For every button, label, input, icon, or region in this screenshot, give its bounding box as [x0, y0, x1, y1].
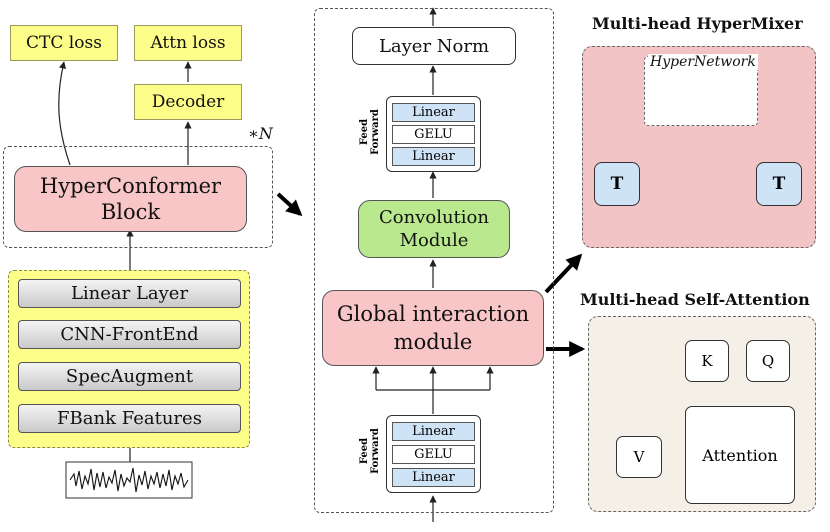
feed-forward-bottom-label: Feed Forward [359, 423, 385, 479]
repeat-block-frame [3, 146, 273, 248]
q-box: Q [746, 340, 790, 382]
ctc-loss-label: CTC loss [26, 33, 102, 53]
transpose-in-box: T [594, 162, 640, 206]
conformer-expanded-frame [314, 8, 554, 513]
ff-bottom-linear-1-label: Linear [412, 424, 455, 439]
feed-forward-top-label: Feed Forward [359, 104, 385, 160]
repeat-mark: ∗N [248, 124, 273, 143]
attention-title: Multi-head Self-Attention [580, 290, 810, 309]
ff-bottom-linear-1: Linear [392, 422, 475, 441]
feed-forward-bottom-line-2: Forward [370, 428, 381, 474]
ff-top-linear-2: Linear [392, 147, 475, 166]
convolution-line-2: Module [399, 230, 469, 251]
frontend-layer-specaugment: SpecAugment [18, 362, 241, 391]
v-label: V [633, 448, 645, 466]
attn-loss-label: Attn loss [150, 33, 226, 53]
global-interaction-line-1: Global interaction [336, 302, 530, 326]
decoder-label: Decoder [151, 92, 225, 112]
frontend-layer-linear: Linear Layer [18, 279, 241, 308]
layer-norm-label: Layer Norm [378, 35, 490, 57]
k-box: K [685, 340, 729, 382]
frontend-layer-fbank-label: FBank Features [57, 408, 202, 429]
global-interaction-line-2: module [393, 330, 473, 354]
waveform [69, 467, 189, 493]
ff-top-gelu-label: GELU [414, 127, 453, 142]
ff-bottom-linear-2-label: Linear [412, 470, 455, 485]
arrow-block-to-expanded [276, 192, 303, 217]
feed-forward-top-line-2: Forward [370, 109, 381, 155]
attention-box: Attention [685, 406, 795, 504]
frontend-layer-cnn-label: CNN-FrontEnd [60, 324, 199, 345]
global-interaction-module: Global interaction module [322, 290, 544, 366]
frontend-layer-linear-label: Linear Layer [70, 283, 189, 304]
q-label: Q [761, 352, 775, 370]
ctc-loss-box: CTC loss [10, 25, 118, 61]
convolution-module-box: Convolution Module [358, 200, 510, 258]
frontend-layer-specaugment-label: SpecAugment [65, 366, 194, 387]
feed-forward-top: Linear GELU Linear [386, 96, 481, 172]
arrow-to-ctc [58, 61, 71, 166]
transpose-in-label: T [610, 174, 624, 194]
hyperconformer-block: HyperConformer Block [14, 166, 247, 232]
transpose-out-label: T [772, 174, 786, 194]
attention-label: Attention [702, 445, 778, 465]
ff-bottom-gelu: GELU [392, 445, 475, 464]
feed-forward-bottom: Linear GELU Linear [386, 415, 481, 493]
v-box: V [616, 436, 662, 478]
transpose-out-box: T [756, 162, 802, 206]
attn-loss-box: Attn loss [134, 25, 242, 61]
ff-bottom-gelu-label: GELU [414, 447, 453, 462]
arrow-global-to-hypermixer [544, 253, 583, 294]
ff-bottom-linear-2: Linear [392, 468, 475, 487]
frontend-layer-cnn: CNN-FrontEnd [18, 320, 241, 349]
k-label: K [701, 352, 713, 370]
hypernetwork-label: HyperNetwork [648, 54, 758, 70]
hypermixer-title: Multi-head HyperMixer [592, 14, 803, 33]
hyperconformer-line-2: Block [100, 200, 161, 224]
ff-top-linear-1: Linear [392, 103, 475, 122]
layer-norm-box: Layer Norm [352, 27, 516, 65]
ff-top-gelu: GELU [392, 125, 475, 144]
decoder-box: Decoder [134, 84, 242, 120]
hyperconformer-line-1: HyperConformer [39, 174, 222, 198]
feed-forward-bottom-line-1: Feed [359, 437, 370, 465]
ff-top-linear-1-label: Linear [412, 105, 455, 120]
frontend-layer-fbank: FBank Features [18, 404, 241, 433]
feed-forward-top-line-1: Feed [359, 118, 370, 146]
ff-top-linear-2-label: Linear [412, 149, 455, 164]
convolution-line-1: Convolution [379, 207, 489, 228]
